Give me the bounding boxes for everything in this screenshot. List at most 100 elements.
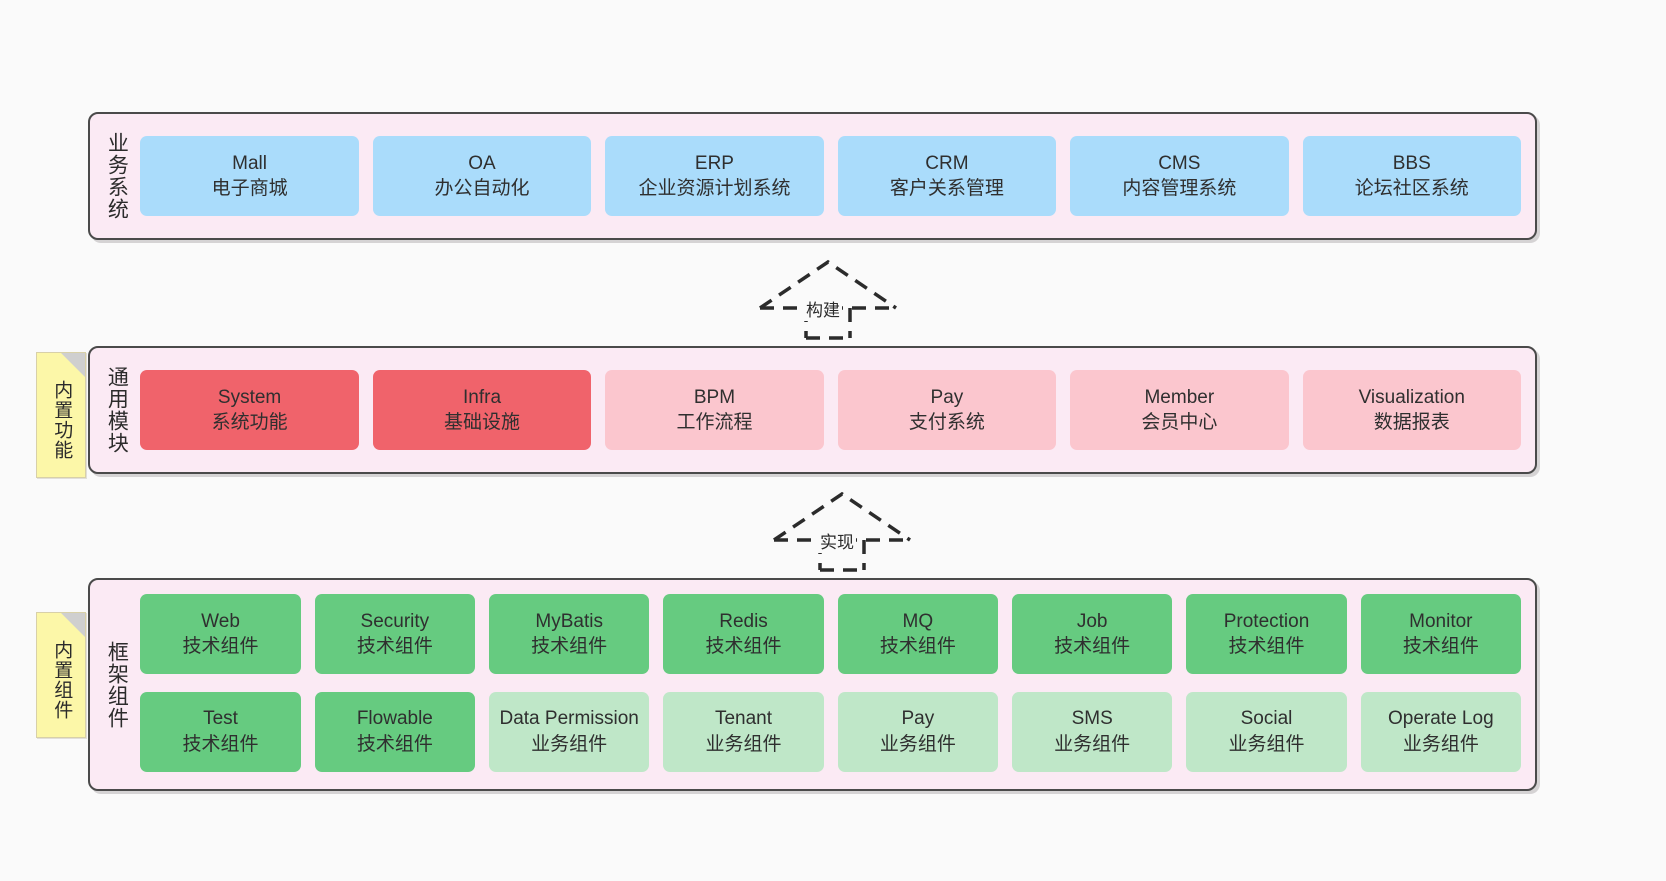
- card-bbs[interactable]: BBS 论坛社区系统: [1302, 136, 1521, 216]
- card-mall[interactable]: Mall 电子商城: [140, 136, 359, 216]
- card-title-en: Visualization: [1358, 386, 1465, 408]
- common-card-list: System 系统功能 Infra 基础设施 BPM 工作流程 Pay 支付系统…: [134, 348, 1535, 472]
- card-title-cn: 客户关系管理: [889, 178, 1004, 199]
- card-title-en: Test: [203, 708, 238, 730]
- card-title-en: Pay: [901, 708, 935, 730]
- card-title-en: Tenant: [714, 708, 773, 730]
- framework-row-tech: Web 技术组件 Security 技术组件 MyBatis 技术组件 Redi…: [140, 594, 1521, 678]
- card-mybatis[interactable]: MyBatis 技术组件: [489, 594, 650, 674]
- card-operate-log[interactable]: Operate Log 业务组件: [1360, 691, 1521, 772]
- card-title-cn: 电子商城: [211, 178, 288, 199]
- layer-framework-title: 框架组件: [105, 640, 129, 729]
- card-title-en: Social: [1240, 708, 1293, 730]
- card-title-en: Security: [360, 610, 430, 632]
- card-title-en: MQ: [902, 610, 934, 632]
- connector-implement-label: 实现: [818, 528, 856, 553]
- card-bpm[interactable]: BPM 工作流程: [605, 370, 824, 450]
- card-title-en: Operate Log: [1388, 708, 1494, 730]
- card-title-cn: 业务组件: [531, 733, 608, 755]
- card-data-permission[interactable]: Data Permission 业务组件: [489, 691, 650, 772]
- card-title-cn: 系统功能: [211, 412, 288, 433]
- card-redis[interactable]: Redis 技术组件: [663, 594, 824, 674]
- note-label: 内置功能: [51, 380, 73, 460]
- card-title-cn: 技术组件: [182, 733, 259, 755]
- card-title-en: ERP: [694, 152, 734, 174]
- card-title-cn: 会员中心: [1141, 412, 1218, 433]
- card-title-en: OA: [468, 152, 496, 174]
- card-title-cn: 企业资源计划系统: [638, 178, 791, 199]
- card-pay-component[interactable]: Pay 业务组件: [837, 691, 998, 772]
- card-flowable[interactable]: Flowable 技术组件: [314, 691, 476, 772]
- card-sms[interactable]: SMS 业务组件: [1012, 691, 1173, 772]
- card-title-cn: 内容管理系统: [1122, 178, 1237, 199]
- card-title-cn: 技术组件: [879, 636, 956, 657]
- card-title-en: CRM: [925, 152, 969, 174]
- card-title-en: MyBatis: [535, 610, 603, 632]
- card-title-cn: 技术组件: [531, 636, 608, 657]
- card-title-cn: 技术组件: [705, 636, 782, 657]
- card-tenant[interactable]: Tenant 业务组件: [663, 691, 824, 772]
- card-title-en: Pay: [930, 386, 964, 408]
- card-title-cn: 技术组件: [1228, 636, 1305, 657]
- card-title-en: Data Permission: [499, 708, 639, 730]
- card-test[interactable]: Test 技术组件: [140, 691, 301, 772]
- layer-framework-component: 框架组件 Web 技术组件 Security 技术组件 MyBatis 技术组件…: [88, 578, 1537, 791]
- card-title-en: Flowable: [356, 708, 433, 730]
- card-oa[interactable]: OA 办公自动化: [372, 136, 592, 216]
- card-mq[interactable]: MQ 技术组件: [837, 594, 998, 674]
- note-builtin-component: 内置组件: [36, 612, 86, 738]
- note-builtin-function: 内置功能: [36, 352, 86, 478]
- card-protection[interactable]: Protection 技术组件: [1186, 594, 1347, 674]
- card-job[interactable]: Job 技术组件: [1012, 594, 1173, 674]
- card-title-en: Web: [201, 610, 240, 632]
- card-crm[interactable]: CRM 客户关系管理: [837, 136, 1057, 216]
- card-title-en: Monitor: [1409, 610, 1473, 632]
- framework-row-business: Test 技术组件 Flowable 技术组件 Data Permission …: [140, 691, 1521, 776]
- card-title-en: Job: [1076, 610, 1108, 632]
- card-title-cn: 论坛社区系统: [1354, 178, 1469, 199]
- card-infra[interactable]: Infra 基础设施: [372, 370, 592, 450]
- card-monitor[interactable]: Monitor 技术组件: [1360, 594, 1521, 674]
- card-title-cn: 业务组件: [879, 733, 956, 755]
- card-title-cn: 技术组件: [1054, 636, 1131, 657]
- card-title-cn: 数据报表: [1373, 412, 1450, 433]
- card-title-cn: 工作流程: [676, 412, 753, 433]
- business-card-list: Mall 电子商城 OA 办公自动化 ERP 企业资源计划系统 CRM 客户关系…: [134, 114, 1535, 238]
- card-title-en: BPM: [693, 386, 736, 408]
- card-title-en: Member: [1144, 386, 1215, 408]
- card-title-en: SMS: [1071, 708, 1113, 730]
- card-title-cn: 基础设施: [444, 412, 521, 433]
- note-fold-icon: [61, 613, 85, 637]
- layer-common-module: 通用模块 System 系统功能 Infra 基础设施 BPM 工作流程 Pay…: [88, 346, 1537, 474]
- card-member[interactable]: Member 会员中心: [1070, 370, 1289, 450]
- card-security[interactable]: Security 技术组件: [314, 594, 476, 674]
- layer-business-title: 业务系统: [105, 132, 129, 220]
- card-title-cn: 技术组件: [182, 636, 259, 657]
- card-title-cn: 支付系统: [908, 412, 985, 433]
- card-pay[interactable]: Pay 支付系统: [837, 370, 1057, 450]
- card-title-cn: 业务组件: [1054, 733, 1131, 755]
- card-title-en: Redis: [719, 610, 768, 632]
- note-fold-icon: [61, 353, 85, 377]
- connector-implement: 实现: [772, 490, 912, 572]
- card-title-en: Protection: [1223, 610, 1310, 632]
- card-erp[interactable]: ERP 企业资源计划系统: [605, 136, 824, 216]
- layer-business-system: 业务系统 Mall 电子商城 OA 办公自动化 ERP 企业资源计划系统 CRM…: [88, 112, 1537, 240]
- card-title-cn: 技术组件: [1402, 636, 1479, 657]
- card-title-cn: 办公自动化: [434, 178, 530, 199]
- card-title-en: BBS: [1392, 152, 1431, 174]
- note-label: 内置组件: [51, 640, 73, 720]
- card-web[interactable]: Web 技术组件: [140, 594, 301, 674]
- framework-card-grid: Web 技术组件 Security 技术组件 MyBatis 技术组件 Redi…: [134, 580, 1535, 789]
- card-title-cn: 业务组件: [1402, 733, 1479, 755]
- card-title-en: Infra: [463, 386, 502, 408]
- connector-build-label: 构建: [804, 296, 842, 321]
- card-title-cn: 业务组件: [705, 733, 782, 755]
- card-social[interactable]: Social 业务组件: [1186, 691, 1347, 772]
- card-title-cn: 技术组件: [356, 636, 433, 657]
- card-system[interactable]: System 系统功能: [140, 370, 359, 450]
- card-visualization[interactable]: Visualization 数据报表: [1302, 370, 1521, 450]
- card-title-en: System: [217, 386, 282, 408]
- connector-build: 构建: [758, 258, 898, 340]
- card-cms[interactable]: CMS 内容管理系统: [1070, 136, 1289, 216]
